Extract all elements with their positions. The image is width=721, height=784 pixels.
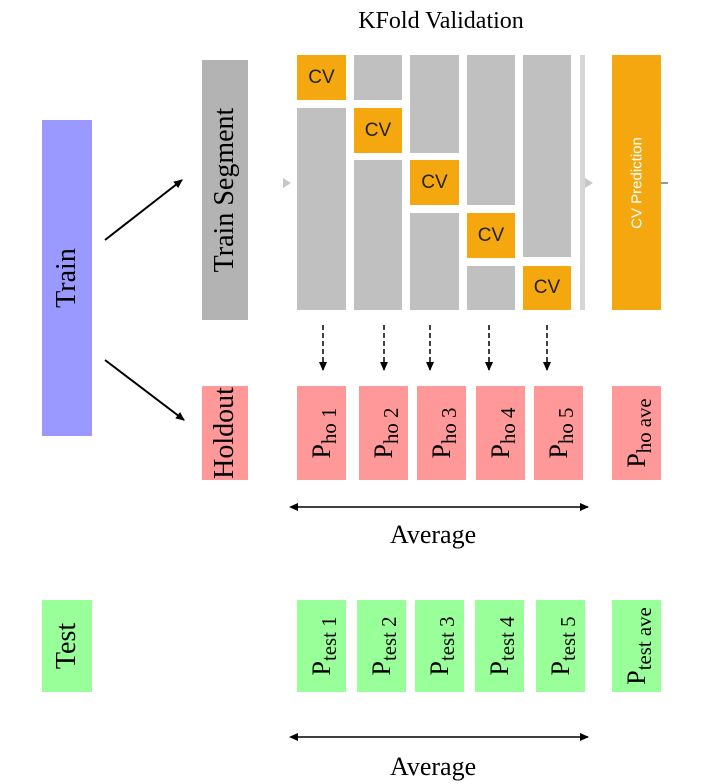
fold-2-cv: CV — [354, 108, 402, 153]
fold-4-train-top — [467, 55, 515, 205]
cv-prediction-box: CV Prediction — [612, 55, 661, 310]
diagram-title: KFold Validation — [358, 8, 524, 34]
test-pred-2: Ptest 2 — [357, 600, 406, 692]
train-segment-box: Train Segment — [202, 60, 248, 320]
fold-2-train-top — [354, 55, 402, 100]
train-box: Train — [42, 120, 92, 436]
cv-label-1: CV — [308, 66, 335, 88]
fold-4-train-bottom — [467, 266, 515, 310]
fold-2-train-bottom — [354, 160, 402, 310]
grid-separator — [580, 55, 585, 310]
flow-arrow-out — [585, 178, 593, 188]
flow-arrow-in — [283, 178, 291, 188]
fold-3-train-bottom — [410, 213, 459, 310]
cv-label-3: CV — [421, 171, 448, 193]
holdout-average-label: Average — [390, 520, 477, 549]
test-pred-1: Ptest 1 — [297, 600, 346, 692]
fold-3-train-top — [410, 55, 459, 153]
cv-label-2: CV — [364, 119, 392, 141]
holdout-pred-2: Pho 2 — [359, 386, 408, 480]
cv-label-4: CV — [477, 224, 505, 246]
test-pred-average: Ptest ave — [612, 600, 661, 692]
fold-3-cv: CV — [410, 160, 459, 205]
fold-5-cv: CV — [523, 266, 571, 310]
test-pred-3: Ptest 3 — [415, 600, 464, 692]
fold-4-cv: CV — [467, 213, 515, 258]
fold-5-train — [523, 55, 571, 257]
test-pred-5: Ptest 5 — [536, 600, 585, 692]
holdout-box: Holdout — [202, 386, 248, 480]
holdout-pred-3: Pho 3 — [417, 386, 466, 480]
arrow-train-to-holdout — [104, 359, 185, 421]
test-pred-4: Ptest 4 — [475, 600, 524, 692]
cv-label-5: CV — [533, 277, 561, 298]
test-box: Test — [42, 600, 92, 692]
arrow-train-to-segment — [104, 179, 183, 241]
fold-1-train — [297, 108, 346, 310]
fold-1-cv: CV — [297, 55, 346, 100]
holdout-pred-4: Pho 4 — [476, 386, 525, 480]
holdout-pred-average: Pho ave — [612, 386, 661, 480]
holdout-pred-5: Pho 5 — [534, 386, 583, 480]
test-average-label: Average — [390, 752, 477, 781]
holdout-pred-1: Pho 1 — [297, 386, 346, 480]
